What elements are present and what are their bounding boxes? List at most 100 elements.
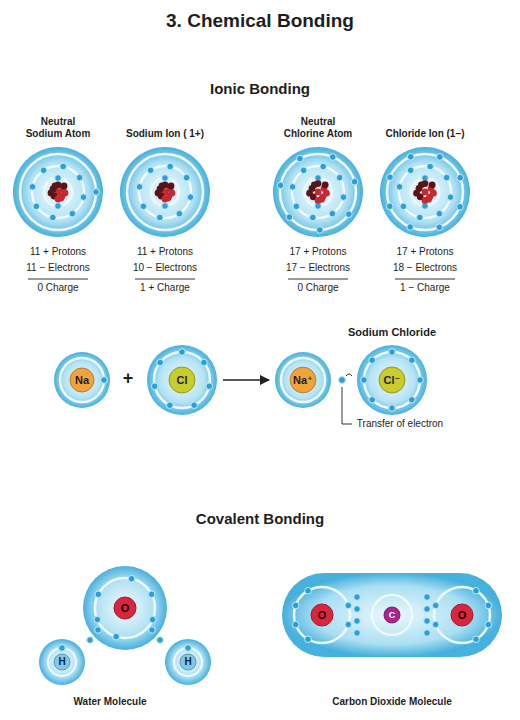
- electron: [187, 194, 194, 201]
- nucleus-circle: O: [114, 597, 136, 619]
- electron: [297, 155, 304, 162]
- label: Water Molecule: [74, 696, 147, 708]
- label: 10 − Electrons: [133, 262, 197, 274]
- carbon-dioxide-molecule: [282, 573, 502, 657]
- electron: [305, 636, 312, 643]
- electron: [93, 189, 100, 196]
- label: Sodium Ion ( 1+): [126, 128, 204, 140]
- electron: [354, 594, 361, 601]
- electron: [387, 174, 394, 181]
- electron: [436, 154, 443, 161]
- electron: [292, 621, 299, 628]
- electron: [354, 618, 361, 625]
- label: 11 + Protons: [30, 246, 86, 258]
- element-symbol: H: [58, 657, 65, 667]
- nucleus-circle: H: [180, 654, 196, 670]
- electron: [457, 203, 464, 210]
- element-symbol: C: [389, 611, 396, 620]
- electron: [436, 210, 443, 217]
- electron: [292, 602, 299, 609]
- electron: [432, 602, 439, 609]
- nucleus-circle: O: [311, 604, 333, 626]
- label: 0 Charge: [297, 282, 338, 294]
- electron: [457, 174, 464, 181]
- electron: [417, 214, 424, 221]
- electron: [286, 214, 293, 221]
- electron: [183, 174, 190, 181]
- electron: [424, 606, 431, 613]
- electron: [443, 174, 450, 181]
- label: 11 + Protons: [137, 246, 193, 258]
- electron: [485, 621, 492, 628]
- electron: [40, 167, 47, 174]
- label: Chloride Ion (1−): [385, 128, 464, 140]
- electron: [167, 163, 174, 170]
- electron-shell: [20, 154, 463, 230]
- electron: [386, 203, 393, 210]
- electron: [162, 175, 169, 182]
- element-symbol: O: [121, 603, 130, 614]
- atom-circle: Na: [54, 352, 110, 408]
- label: 17 + Protons: [290, 246, 347, 258]
- electron: [329, 154, 336, 161]
- electron: [76, 174, 83, 181]
- electron: [60, 163, 67, 170]
- electron: [345, 621, 352, 628]
- element-symbol: H: [184, 657, 191, 667]
- electron: [485, 602, 492, 609]
- electron: [320, 163, 327, 170]
- electron: [346, 211, 353, 218]
- electron: [59, 645, 66, 652]
- electron: [50, 214, 57, 221]
- label: 11 − Electrons: [26, 262, 89, 274]
- electron: [293, 203, 300, 210]
- electron: [329, 210, 336, 217]
- element-symbol: Na⁺: [293, 375, 313, 386]
- electron: [80, 194, 87, 201]
- electron: [427, 163, 434, 170]
- nucleus-circle: H: [54, 654, 70, 670]
- electron: [87, 637, 94, 644]
- electron: [148, 591, 155, 598]
- label: 1 + Charge: [140, 282, 190, 294]
- electron: [345, 602, 352, 609]
- electron: [351, 178, 358, 185]
- electron: [55, 175, 62, 182]
- nucleus: [48, 180, 437, 204]
- reaction-arrow: [223, 379, 269, 381]
- element-symbol: O: [318, 610, 327, 621]
- electron: [29, 184, 36, 191]
- section-heading: Ionic Bonding: [210, 80, 310, 98]
- electron: [157, 214, 164, 221]
- electron: [424, 618, 431, 625]
- electron: [185, 645, 192, 652]
- label: Neutral Chlorine Atom: [282, 116, 354, 140]
- atom-circle: Cl: [147, 345, 217, 415]
- element-symbol: Na: [75, 375, 89, 386]
- water-molecule: [39, 566, 211, 685]
- electron: [305, 587, 312, 594]
- sum-line: [28, 279, 455, 280]
- electron: [157, 637, 164, 644]
- transfer-electron: [339, 374, 352, 424]
- electron: [149, 627, 156, 634]
- atom-circle: Na⁺: [275, 352, 331, 408]
- label: Sodium Chloride: [348, 326, 436, 339]
- label: Carbon Dioxide Molecule: [332, 696, 451, 708]
- label: 0 Charge: [37, 282, 78, 294]
- electron: [336, 174, 343, 181]
- electron: [140, 203, 147, 210]
- electron: [113, 633, 120, 640]
- electron: [473, 636, 480, 643]
- electron: [407, 153, 414, 160]
- electron: [407, 224, 414, 231]
- electron: [176, 210, 183, 217]
- electron: [136, 184, 143, 191]
- electron: [94, 616, 101, 623]
- nucleus-circle: O: [451, 604, 473, 626]
- electron: [289, 184, 296, 191]
- electron: [149, 616, 156, 623]
- electron: [400, 203, 407, 210]
- element-symbol: O: [458, 610, 467, 621]
- electron: [33, 203, 40, 210]
